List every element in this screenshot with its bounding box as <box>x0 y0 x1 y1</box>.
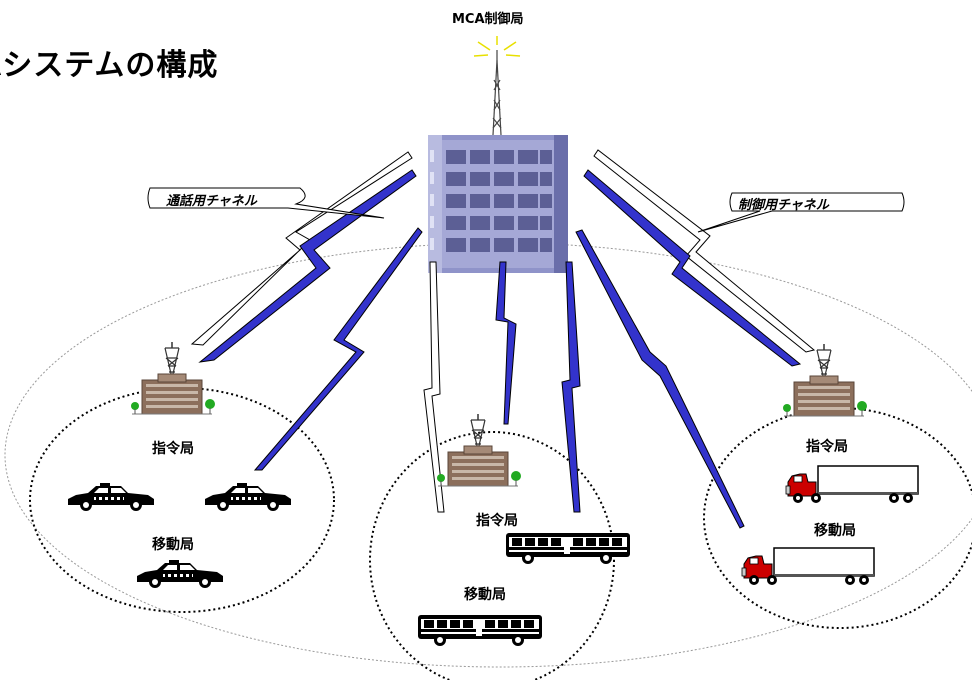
control-tower <box>492 50 502 136</box>
taxi-3 <box>137 560 223 588</box>
dispatch-station-center <box>436 413 522 487</box>
signal-rays-icon <box>473 36 521 57</box>
control-link-left-taxi <box>253 227 423 471</box>
bus-2 <box>418 615 542 646</box>
speech-link-left <box>190 151 413 346</box>
dispatch-station-left <box>130 341 216 415</box>
control-channel-label: 制御用チャネル <box>738 198 829 213</box>
bus-1 <box>506 533 630 564</box>
speech-channel-callout <box>147 187 385 219</box>
control-link-right-truck <box>575 229 745 529</box>
mobile-label-left: 移動局 <box>152 537 194 553</box>
control-link-center-right <box>561 261 581 513</box>
control-link-right-dispatch <box>583 169 802 367</box>
truck-2 <box>741 547 875 586</box>
zone-center <box>369 431 615 680</box>
taxi-2 <box>205 483 291 511</box>
page-title: Aシステムの構成 <box>0 48 219 83</box>
control-link-center <box>495 261 517 425</box>
control-channel-callout <box>697 192 905 233</box>
taxi-1 <box>68 483 154 511</box>
dispatch-label-left: 指令局 <box>152 441 194 457</box>
control-link-left-dispatch <box>198 169 417 363</box>
dispatch-label-right: 指令局 <box>806 439 848 455</box>
mobile-label-center: 移動局 <box>464 587 506 603</box>
control-station-building <box>428 135 568 273</box>
speech-link-right <box>593 149 816 353</box>
truck-1 <box>785 465 919 504</box>
mobile-label-right: 移動局 <box>814 523 856 539</box>
speech-link-center-left <box>423 261 445 513</box>
control-station-label: MCA制御局 <box>452 12 524 27</box>
dispatch-label-center: 指令局 <box>476 513 518 529</box>
dispatch-station-right <box>782 343 868 417</box>
speech-channel-label: 通話用チャネル <box>166 194 257 209</box>
